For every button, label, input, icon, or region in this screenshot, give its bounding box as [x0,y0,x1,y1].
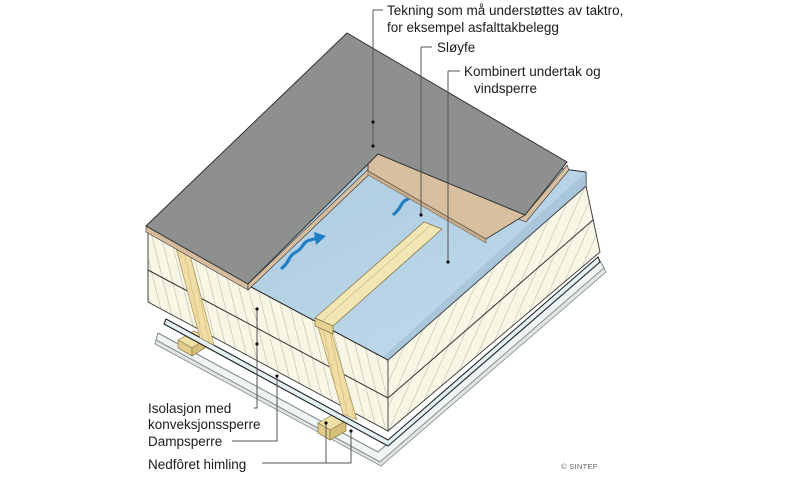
batten [314,221,443,335]
label-wind-barrier-line1: Kombinert undertak og [464,64,601,79]
label-vapour-barrier: Dampsperre [148,434,223,449]
label-wind-barrier-line2: vindsperre [474,81,538,96]
label-ceiling: Nedfôret himling [148,457,247,472]
roof-covering [145,32,570,291]
label-insulation-line2: konveksjonssperre [148,417,261,432]
label-roof-covering-line2: for eksempel asfalttakbelegg [387,20,559,35]
label-insulation-line1: Isolasjon med [148,401,232,416]
label-roof-covering-line1: Tekning som må understøttes av taktro, [387,3,624,18]
leader-lines [232,9,460,464]
leader-dots [255,120,450,433]
ceiling-board [154,260,607,467]
insulation [147,185,601,432]
airflow-arrowhead-icon [314,232,326,245]
copyright-notice: © SINTEF [561,462,598,471]
label-batten: Sløyfe [437,40,476,55]
vapour-barrier [163,256,601,447]
